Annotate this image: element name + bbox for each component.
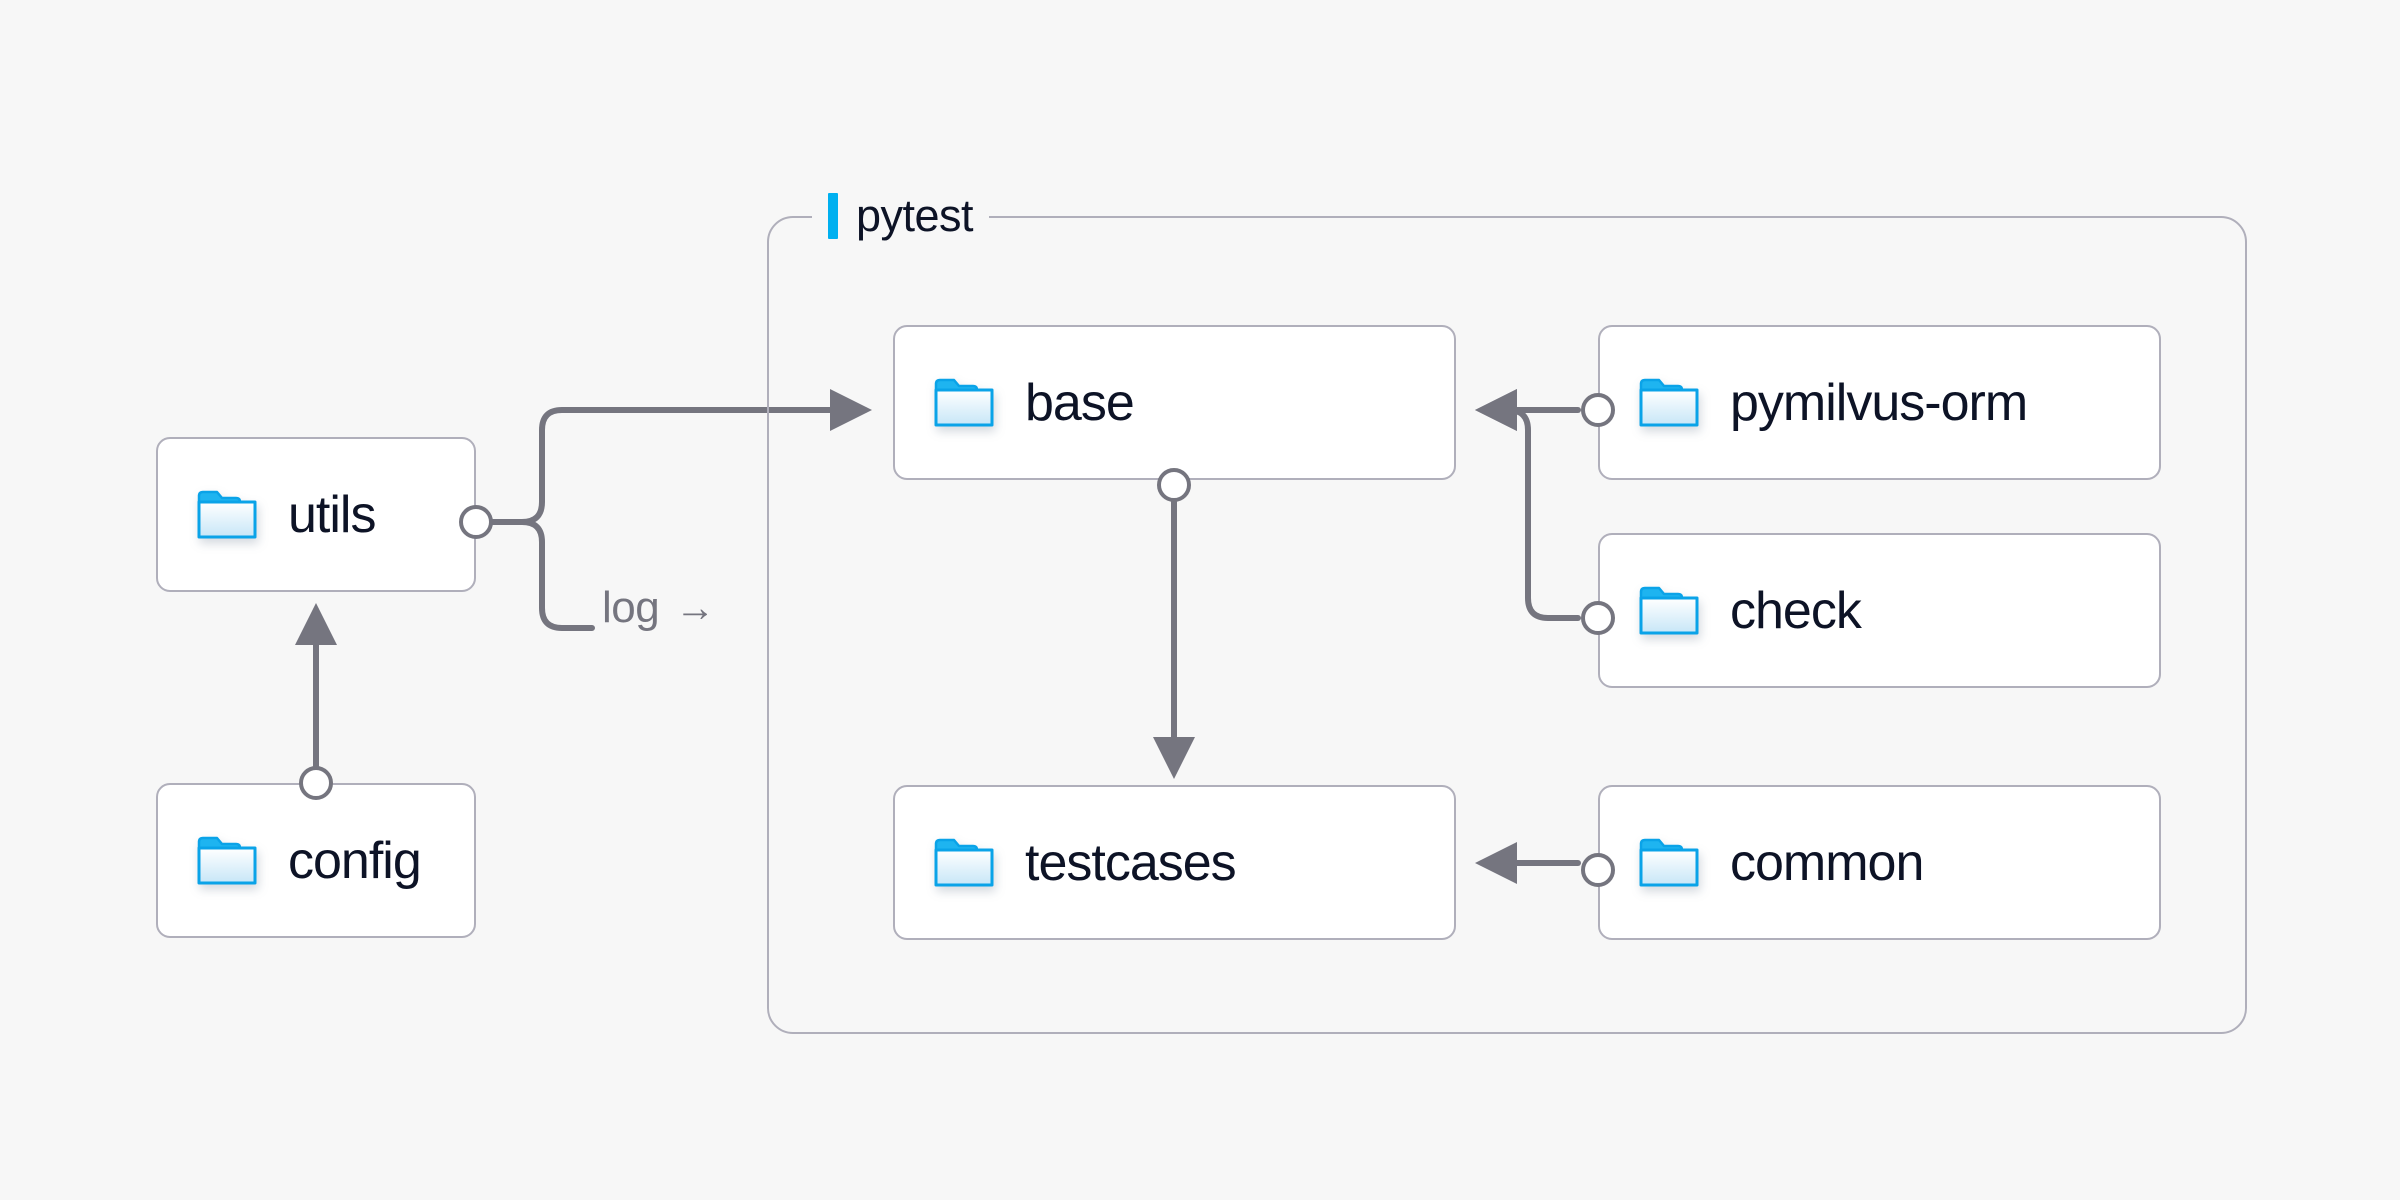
folder-icon xyxy=(196,835,258,887)
folder-icon xyxy=(933,837,995,889)
node-common[interactable]: common xyxy=(1598,785,2161,940)
node-label: common xyxy=(1730,833,1924,892)
port-common-left[interactable] xyxy=(1581,853,1615,887)
port-check-left[interactable] xyxy=(1581,601,1615,635)
folder-icon xyxy=(1638,377,1700,429)
node-label: pymilvus-orm xyxy=(1730,373,2028,432)
node-label: base xyxy=(1025,373,1135,432)
folder-icon xyxy=(933,377,995,429)
port-utils-right[interactable] xyxy=(459,505,493,539)
node-config[interactable]: config xyxy=(156,783,476,938)
arrow-right-icon: → xyxy=(675,586,715,630)
edge-label-log-text: log xyxy=(602,583,660,632)
node-label: config xyxy=(288,831,422,890)
port-base-bottom[interactable] xyxy=(1157,468,1191,502)
folder-icon xyxy=(1638,837,1700,889)
edge-utils-to-pytest-log xyxy=(490,519,595,631)
node-label: testcases xyxy=(1025,833,1237,892)
node-utils[interactable]: utils xyxy=(156,437,476,592)
port-pymilvus-orm-left[interactable] xyxy=(1581,393,1615,427)
node-testcases[interactable]: testcases xyxy=(893,785,1456,940)
group-pytest-label: pytest xyxy=(812,187,990,245)
vertical-bar-icon xyxy=(828,193,838,239)
group-pytest xyxy=(767,216,2247,1034)
node-label: utils xyxy=(288,485,376,544)
folder-icon xyxy=(1638,585,1700,637)
node-base[interactable]: base xyxy=(893,325,1456,480)
node-check[interactable]: check xyxy=(1598,533,2161,688)
node-pymilvus-orm[interactable]: pymilvus-orm xyxy=(1598,325,2161,480)
port-config-top[interactable] xyxy=(299,766,333,800)
group-title: pytest xyxy=(856,190,974,241)
folder-icon xyxy=(196,489,258,541)
edge-label-log: log → xyxy=(602,583,715,633)
edge-check-to-base xyxy=(1475,389,1581,621)
node-label: check xyxy=(1730,581,1862,640)
